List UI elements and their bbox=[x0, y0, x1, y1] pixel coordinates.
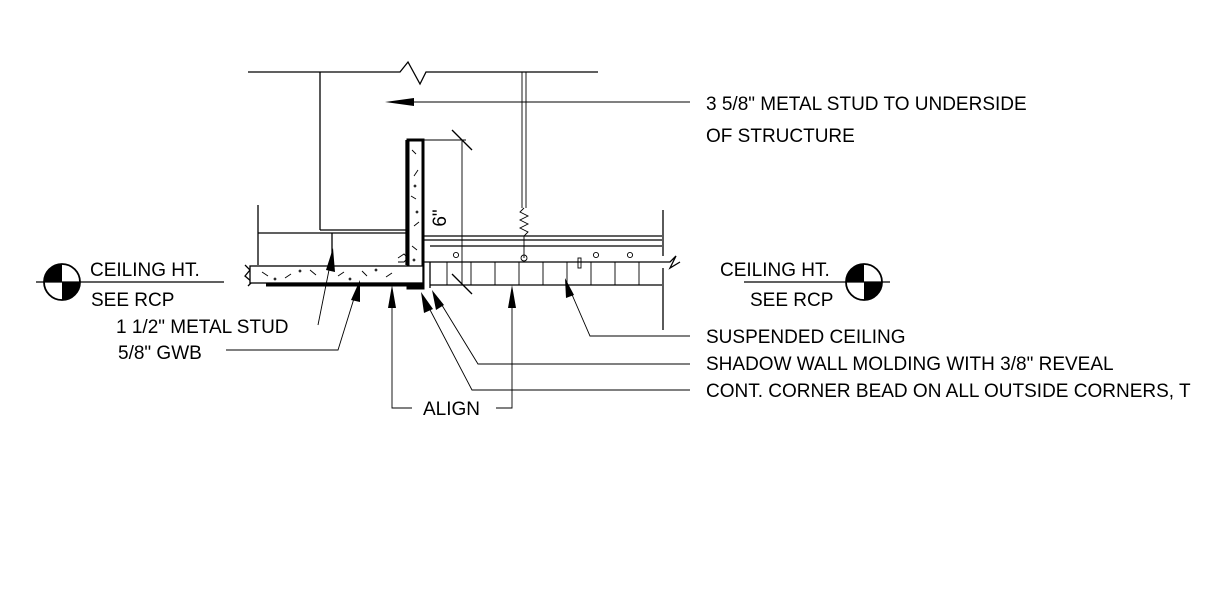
label-see-rcp-left: SEE RCP bbox=[91, 290, 174, 311]
label-metal-stud-small: 1 1/2" METAL STUD bbox=[116, 317, 289, 338]
dimension-label: 6" bbox=[430, 209, 451, 226]
leader-gwb bbox=[226, 280, 360, 351]
leader-metal-stud-top bbox=[385, 98, 690, 106]
leader-metal-stud-small bbox=[317, 248, 335, 326]
leader-shadow-molding bbox=[432, 290, 690, 365]
label-metal-stud-top-1: 3 5/8" METAL STUD TO UNDERSIDE bbox=[706, 94, 1027, 115]
label-shadow-molding: SHADOW WALL MOLDING WITH 3/8" REVEAL bbox=[706, 354, 1114, 375]
leader-corner-bead bbox=[421, 292, 690, 391]
align-bracket bbox=[388, 285, 516, 409]
label-ceiling-ht-left: CEILING HT. bbox=[90, 260, 200, 281]
label-metal-stud-top-2: OF STRUCTURE bbox=[706, 126, 855, 147]
gwb-vertical bbox=[397, 138, 425, 290]
leader-suspended-ceiling bbox=[565, 278, 690, 337]
dimension-6-inch: 6" bbox=[420, 129, 473, 295]
suspended-ceiling bbox=[423, 210, 681, 330]
label-ceiling-ht-right: CEILING HT. bbox=[720, 260, 830, 281]
ceiling-target-right bbox=[744, 263, 890, 301]
label-corner-bead: CONT. CORNER BEAD ON ALL OUTSIDE CORNERS… bbox=[706, 381, 1191, 402]
label-see-rcp-right: SEE RCP bbox=[750, 290, 833, 311]
label-align: ALIGN bbox=[423, 399, 480, 420]
structure-break-line bbox=[248, 60, 598, 86]
hanger-wire bbox=[518, 72, 530, 262]
gwb-horizontal bbox=[244, 264, 424, 287]
bulkhead-stud-framing bbox=[257, 72, 407, 265]
ceiling-target-left bbox=[36, 263, 224, 301]
label-suspended-ceiling: SUSPENDED CEILING bbox=[706, 327, 906, 348]
label-gwb: 5/8" GWB bbox=[118, 343, 202, 364]
